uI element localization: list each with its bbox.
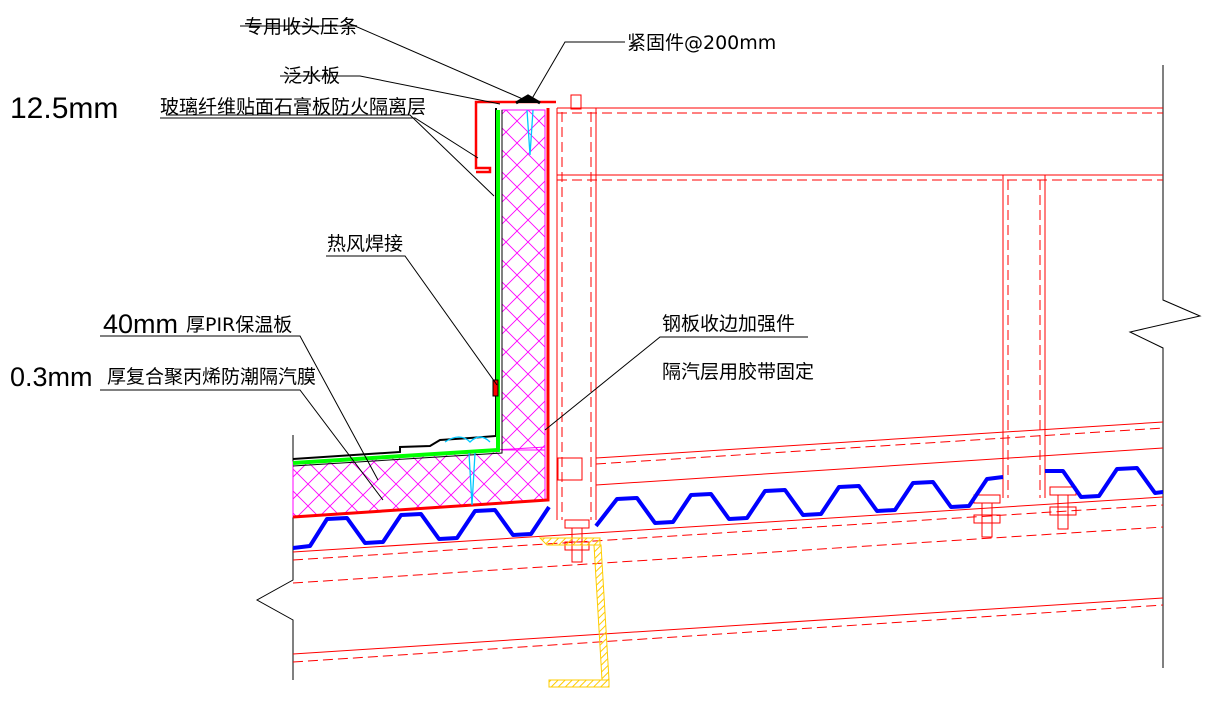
label-edge-strip: 专用收头压条: [244, 16, 358, 38]
label-vapor-dim: 0.3mm: [10, 362, 93, 392]
label-vapor-tape: 隔汽层用胶带固定: [662, 361, 814, 383]
leader-lines: [100, 25, 808, 501]
label-hot-air-weld: 热风焊接: [327, 233, 403, 255]
vapor-barrier: [292, 108, 550, 519]
label-edge-reinforce: 钢板收边加强件: [662, 313, 795, 335]
sloped-beams: [292, 421, 1164, 663]
label-fire-layer-dim: 12.5mm: [10, 92, 118, 125]
left-wall-break: [255, 435, 294, 680]
vertical-insulation: [501, 109, 546, 451]
fasteners-cyan: [444, 109, 534, 506]
label-fastener: 紧固件@200mm: [627, 32, 776, 54]
steel-column-left: [556, 94, 597, 520]
label-insulation: 厚PIR保温板: [186, 314, 292, 336]
right-wall-break: [1128, 65, 1202, 668]
bolt-3: [1049, 486, 1077, 530]
hot-air-weld-marker: [492, 379, 499, 397]
edge-cap-strip: [515, 94, 541, 105]
label-flashing: 泛水板: [283, 65, 340, 87]
bolts: [564, 486, 1077, 563]
waterproof-membrane: [292, 108, 503, 467]
label-insulation-dim: 40mm: [103, 309, 178, 339]
annotations: 专用收头压条 紧固件@200mm 泛水板 12.5mm 玻璃纤维贴面石膏板防火隔…: [10, 16, 814, 392]
steel-column-right: [1002, 175, 1046, 498]
angle-bracket: [538, 537, 610, 688]
top-steel-beam: [557, 107, 1163, 181]
profiled-steel-deck: [292, 466, 1164, 550]
label-vapor: 厚复合聚丙烯防潮隔汽膜: [107, 366, 316, 388]
label-fire-layer: 玻璃纤维贴面石膏板防火隔离层: [160, 95, 426, 118]
